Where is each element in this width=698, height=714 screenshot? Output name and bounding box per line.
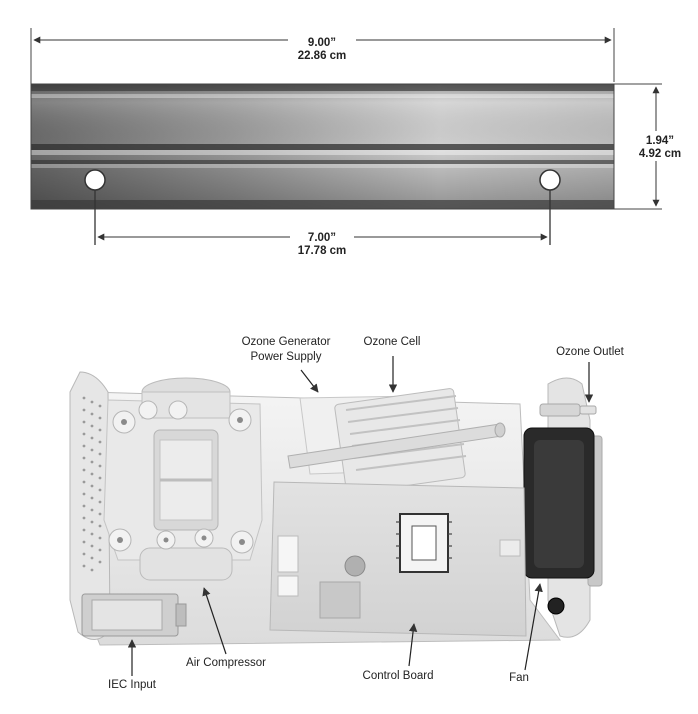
iec-socket-tab [175, 603, 187, 627]
mounting-hole-left [84, 169, 106, 191]
leader-power-supply [300, 369, 319, 393]
air-compressor [103, 377, 263, 581]
control-board-pcb [269, 481, 527, 637]
leader-control-board [408, 623, 418, 667]
ozone-cell-tube-end [494, 422, 506, 438]
board-header [499, 539, 521, 557]
label-ozone-generator: Ozone Generator [242, 336, 331, 348]
overall-length-label-bg [288, 33, 356, 61]
label-ozone-cell: Ozone Cell [364, 336, 421, 348]
mounting-hole-right [539, 169, 561, 191]
compressor-mounts [108, 400, 254, 554]
transformer-pins [396, 521, 452, 559]
fan [523, 427, 595, 615]
rail-bottom-edge [31, 200, 614, 209]
rail-highlight-top [31, 94, 614, 98]
label-control-board: Control Board [363, 670, 434, 682]
rail-section: 9.00” 22.86 cm 1.94” 4.92 cm 7.00” 17. [30, 28, 688, 257]
overall-length-cm: 22.86 cm [298, 50, 347, 62]
leader-air-compressor [202, 587, 227, 655]
board-relay [319, 581, 361, 619]
fan-inner [534, 440, 584, 568]
iec-socket-face [91, 599, 163, 631]
control-board [269, 481, 527, 637]
ozone-outlet-fitting [539, 403, 597, 417]
hole-spacing-label-bg [290, 229, 354, 257]
height-cm: 4.92 cm [639, 148, 681, 160]
board-connector-1 [277, 535, 299, 573]
component-layout: Ozone Generator Power Supply Ozone Cell … [69, 336, 625, 691]
label-power-supply: Power Supply [251, 351, 322, 363]
ozone-cell [287, 388, 506, 494]
overall-length-inches: 9.00” [308, 37, 336, 49]
rail-groove-highlight-2 [31, 164, 614, 168]
board-transformer-core [411, 525, 437, 561]
hole-spacing-cm: 17.78 cm [298, 245, 347, 257]
mounting-rail [30, 83, 615, 210]
vent-holes [82, 396, 102, 572]
rail-outline [30, 83, 615, 210]
rail-groove-highlight [31, 150, 614, 155]
rail-groove-dark [31, 144, 614, 150]
iec-input [81, 593, 187, 637]
label-air-compressor: Air Compressor [186, 657, 266, 669]
leader-fan [524, 583, 543, 671]
outlet-nozzle [579, 405, 597, 415]
height-inches: 1.94” [646, 135, 674, 147]
board-connector-2 [277, 575, 299, 597]
outlet-barb [539, 403, 581, 417]
leader-lines [127, 356, 594, 676]
label-fan: Fan [509, 672, 529, 684]
label-iec-input: IEC Input [108, 679, 157, 691]
compressor-motor [139, 547, 233, 581]
rail-top-edge [31, 84, 614, 91]
label-ozone-outlet: Ozone Outlet [556, 346, 625, 358]
compressor-screws [117, 417, 245, 545]
board-capacitor [344, 555, 366, 577]
fan-knob [547, 597, 565, 615]
rail-groove-dark-2 [31, 160, 614, 164]
hole-spacing-inches: 7.00” [308, 232, 336, 244]
height-label-bg [630, 131, 688, 161]
